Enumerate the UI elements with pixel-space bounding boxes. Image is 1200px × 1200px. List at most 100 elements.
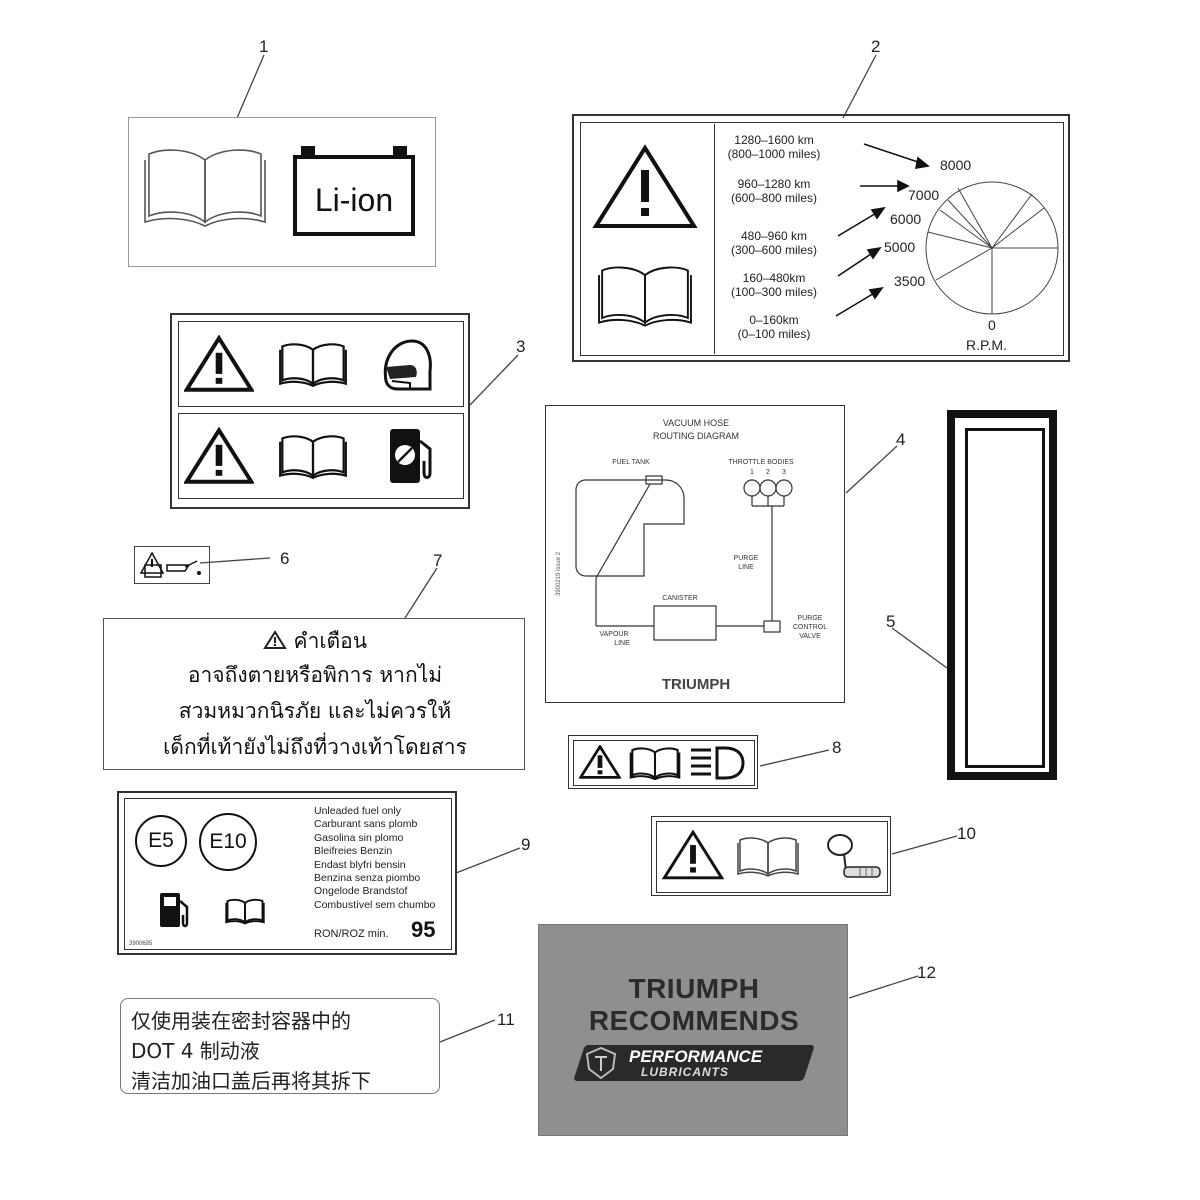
decal-8-headlight bbox=[568, 735, 758, 789]
callout-9: 9 bbox=[521, 835, 531, 854]
tb-3: 3 bbox=[782, 469, 786, 476]
fuel-text-line: Ongelode Brandstof bbox=[314, 885, 408, 898]
range-miles-5: (0–100 miles) bbox=[738, 327, 811, 341]
cjk-line-2: DOT 4 制动液 bbox=[131, 1039, 260, 1063]
decal-5-frame bbox=[947, 410, 1057, 780]
decal-6-oil bbox=[134, 546, 210, 584]
decal-2-running-in: 1280–1600 km (800–1000 miles) 960–1280 k… bbox=[572, 114, 1070, 362]
rpm-5000: 5000 bbox=[884, 239, 915, 255]
fuel-text-list: Unleaded fuel only Carburant sans plomb … bbox=[314, 805, 435, 912]
fuel-text-line: Carburant sans plomb bbox=[314, 818, 418, 831]
range-miles-4: (100–300 miles) bbox=[731, 285, 817, 299]
book-icon bbox=[629, 747, 681, 780]
recommends-line-2: RECOMMENDS bbox=[588, 1005, 800, 1036]
title-line1: VACUUM HOSE bbox=[663, 418, 729, 428]
callout-6: 6 bbox=[280, 549, 290, 568]
warning-triangle-icon bbox=[184, 335, 254, 392]
helmet-icon bbox=[383, 339, 432, 391]
decal-3-helmet-fuel bbox=[170, 313, 470, 509]
book-icon bbox=[598, 266, 692, 327]
e10-badge: E10 bbox=[199, 813, 257, 871]
thai-line-3: สวมหมวกนิรภัย และไม่ควรให้ bbox=[178, 699, 452, 723]
warning-triangle-icon bbox=[662, 829, 724, 880]
range-km-2: 960–1280 km bbox=[738, 177, 811, 191]
purge-valve-2: CONTROL bbox=[793, 624, 827, 631]
range-km-3: 480–960 km bbox=[741, 229, 807, 243]
rpm-label: R.P.M. bbox=[966, 337, 1007, 353]
warning-triangle-icon bbox=[263, 630, 287, 649]
tb-2: 2 bbox=[766, 469, 770, 476]
range-km-1: 1280–1600 km bbox=[734, 133, 813, 147]
decal-12-performance-lubricants: TRIUMPH RECOMMENDS PERFORMANCE LUBRICANT… bbox=[538, 924, 848, 1136]
battery-icon: Li-ion bbox=[293, 146, 415, 236]
purge-line-2: LINE bbox=[738, 564, 754, 571]
callout-12: 12 bbox=[917, 963, 936, 982]
callout-5: 5 bbox=[886, 612, 896, 631]
fuel-text-line: Benzina senza piombo bbox=[314, 872, 421, 885]
vapour-line-1: VAPOUR bbox=[599, 631, 628, 638]
oil-warning-icon bbox=[139, 551, 201, 578]
callout-2: 2 bbox=[871, 37, 881, 56]
badge-performance: PERFORMANCE bbox=[629, 1047, 763, 1066]
warning-triangle-icon bbox=[184, 427, 254, 484]
mirror-icon bbox=[827, 834, 881, 878]
rpm-chart: 1280–1600 km (800–1000 miles) 960–1280 k… bbox=[728, 133, 1059, 353]
cjk-line-1: 仅使用装在密封容器中的 bbox=[131, 1009, 351, 1033]
range-miles-1: (800–1000 miles) bbox=[728, 147, 821, 161]
triumph-shield-icon bbox=[585, 1046, 617, 1080]
callout-3: 3 bbox=[516, 337, 526, 356]
callout-11: 11 bbox=[497, 1010, 515, 1029]
rpm-3500: 3500 bbox=[894, 273, 925, 289]
book-icon bbox=[737, 837, 799, 877]
decal-10-mirror bbox=[651, 816, 891, 896]
decal-1-battery: Li-ion bbox=[128, 117, 436, 267]
fuel-pump-icon bbox=[160, 893, 189, 928]
decal-11-brake-fluid: 仅使用装在密封容器中的 DOT 4 制动液 清洁加油口盖后再将其拆下 bbox=[120, 998, 440, 1094]
purge-valve-1: PURGE bbox=[798, 615, 823, 622]
part-number: 3900695 bbox=[129, 941, 153, 947]
fuel-text-line: Endast blyfri bensin bbox=[314, 858, 406, 871]
ron-value: 95 bbox=[411, 917, 436, 942]
fuel-text-line: Gasolina sin plomo bbox=[314, 831, 404, 844]
triumph-logo: TRIUMPH bbox=[662, 676, 730, 693]
tb-1: 1 bbox=[750, 469, 754, 476]
rpm-0: 0 bbox=[988, 317, 996, 333]
fuel-text-line: Unleaded fuel only bbox=[314, 805, 401, 817]
title-line2: ROUTING DIAGRAM bbox=[653, 431, 739, 441]
rpm-7000: 7000 bbox=[908, 187, 939, 203]
canister-label: CANISTER bbox=[662, 595, 697, 602]
fuel-text-line: Combustível sem chumbo bbox=[314, 898, 436, 911]
callout-1: 1 bbox=[259, 37, 269, 56]
e5-badge: E5 bbox=[135, 815, 187, 867]
range-km-4: 160–480km bbox=[743, 271, 806, 285]
decal-9-fuel: E5 E10 Unleaded fuel only Carburant sans… bbox=[117, 791, 457, 955]
recommends-line-1: TRIUMPH bbox=[628, 973, 760, 1004]
decal-4-vacuum-routing: VACUUM HOSE ROUTING DIAGRAM FUEL TANK TH… bbox=[545, 405, 845, 703]
fuel-tank-label: FUEL TANK bbox=[612, 459, 650, 466]
warning-triangle-icon bbox=[592, 144, 698, 228]
part-number: 3900219 issue 2 bbox=[556, 551, 562, 596]
thai-line-2: อาจถึงตายหรือพิการ หากไม่ bbox=[187, 663, 443, 687]
fuel-text-line: Bleifreies Benzin bbox=[314, 845, 393, 858]
vacuum-routing-diagram: VACUUM HOSE ROUTING DIAGRAM FUEL TANK TH… bbox=[556, 418, 827, 693]
range-km-5: 0–160km bbox=[749, 313, 798, 327]
battery-label: Li-ion bbox=[314, 182, 394, 218]
throttle-bodies-label: THROTTLE BODIES bbox=[728, 459, 794, 466]
badge-lubricants: LUBRICANTS bbox=[641, 1065, 729, 1079]
thai-heading-row: คำเตือน bbox=[104, 625, 526, 658]
fuel-pump-icon bbox=[390, 429, 432, 483]
rpm-6000: 6000 bbox=[890, 211, 921, 227]
vapour-line-2: LINE bbox=[614, 640, 630, 647]
ron-label: RON/ROZ min. bbox=[314, 928, 389, 940]
range-miles-3: (300–600 miles) bbox=[731, 243, 817, 257]
callout-4: 4 bbox=[896, 430, 906, 449]
purge-line-1: PURGE bbox=[734, 555, 759, 562]
callout-7: 7 bbox=[433, 551, 443, 570]
thai-line-4: เด็กที่เท้ายังไม่ถึงที่วางเท้าโดยสาร bbox=[163, 735, 467, 759]
cjk-line-3: 清洁加油口盖后再将其拆下 bbox=[131, 1069, 371, 1093]
thai-line-1: คำเตือน bbox=[293, 629, 368, 653]
callout-8: 8 bbox=[832, 738, 842, 757]
rpm-8000: 8000 bbox=[940, 157, 971, 173]
book-icon bbox=[279, 435, 347, 480]
